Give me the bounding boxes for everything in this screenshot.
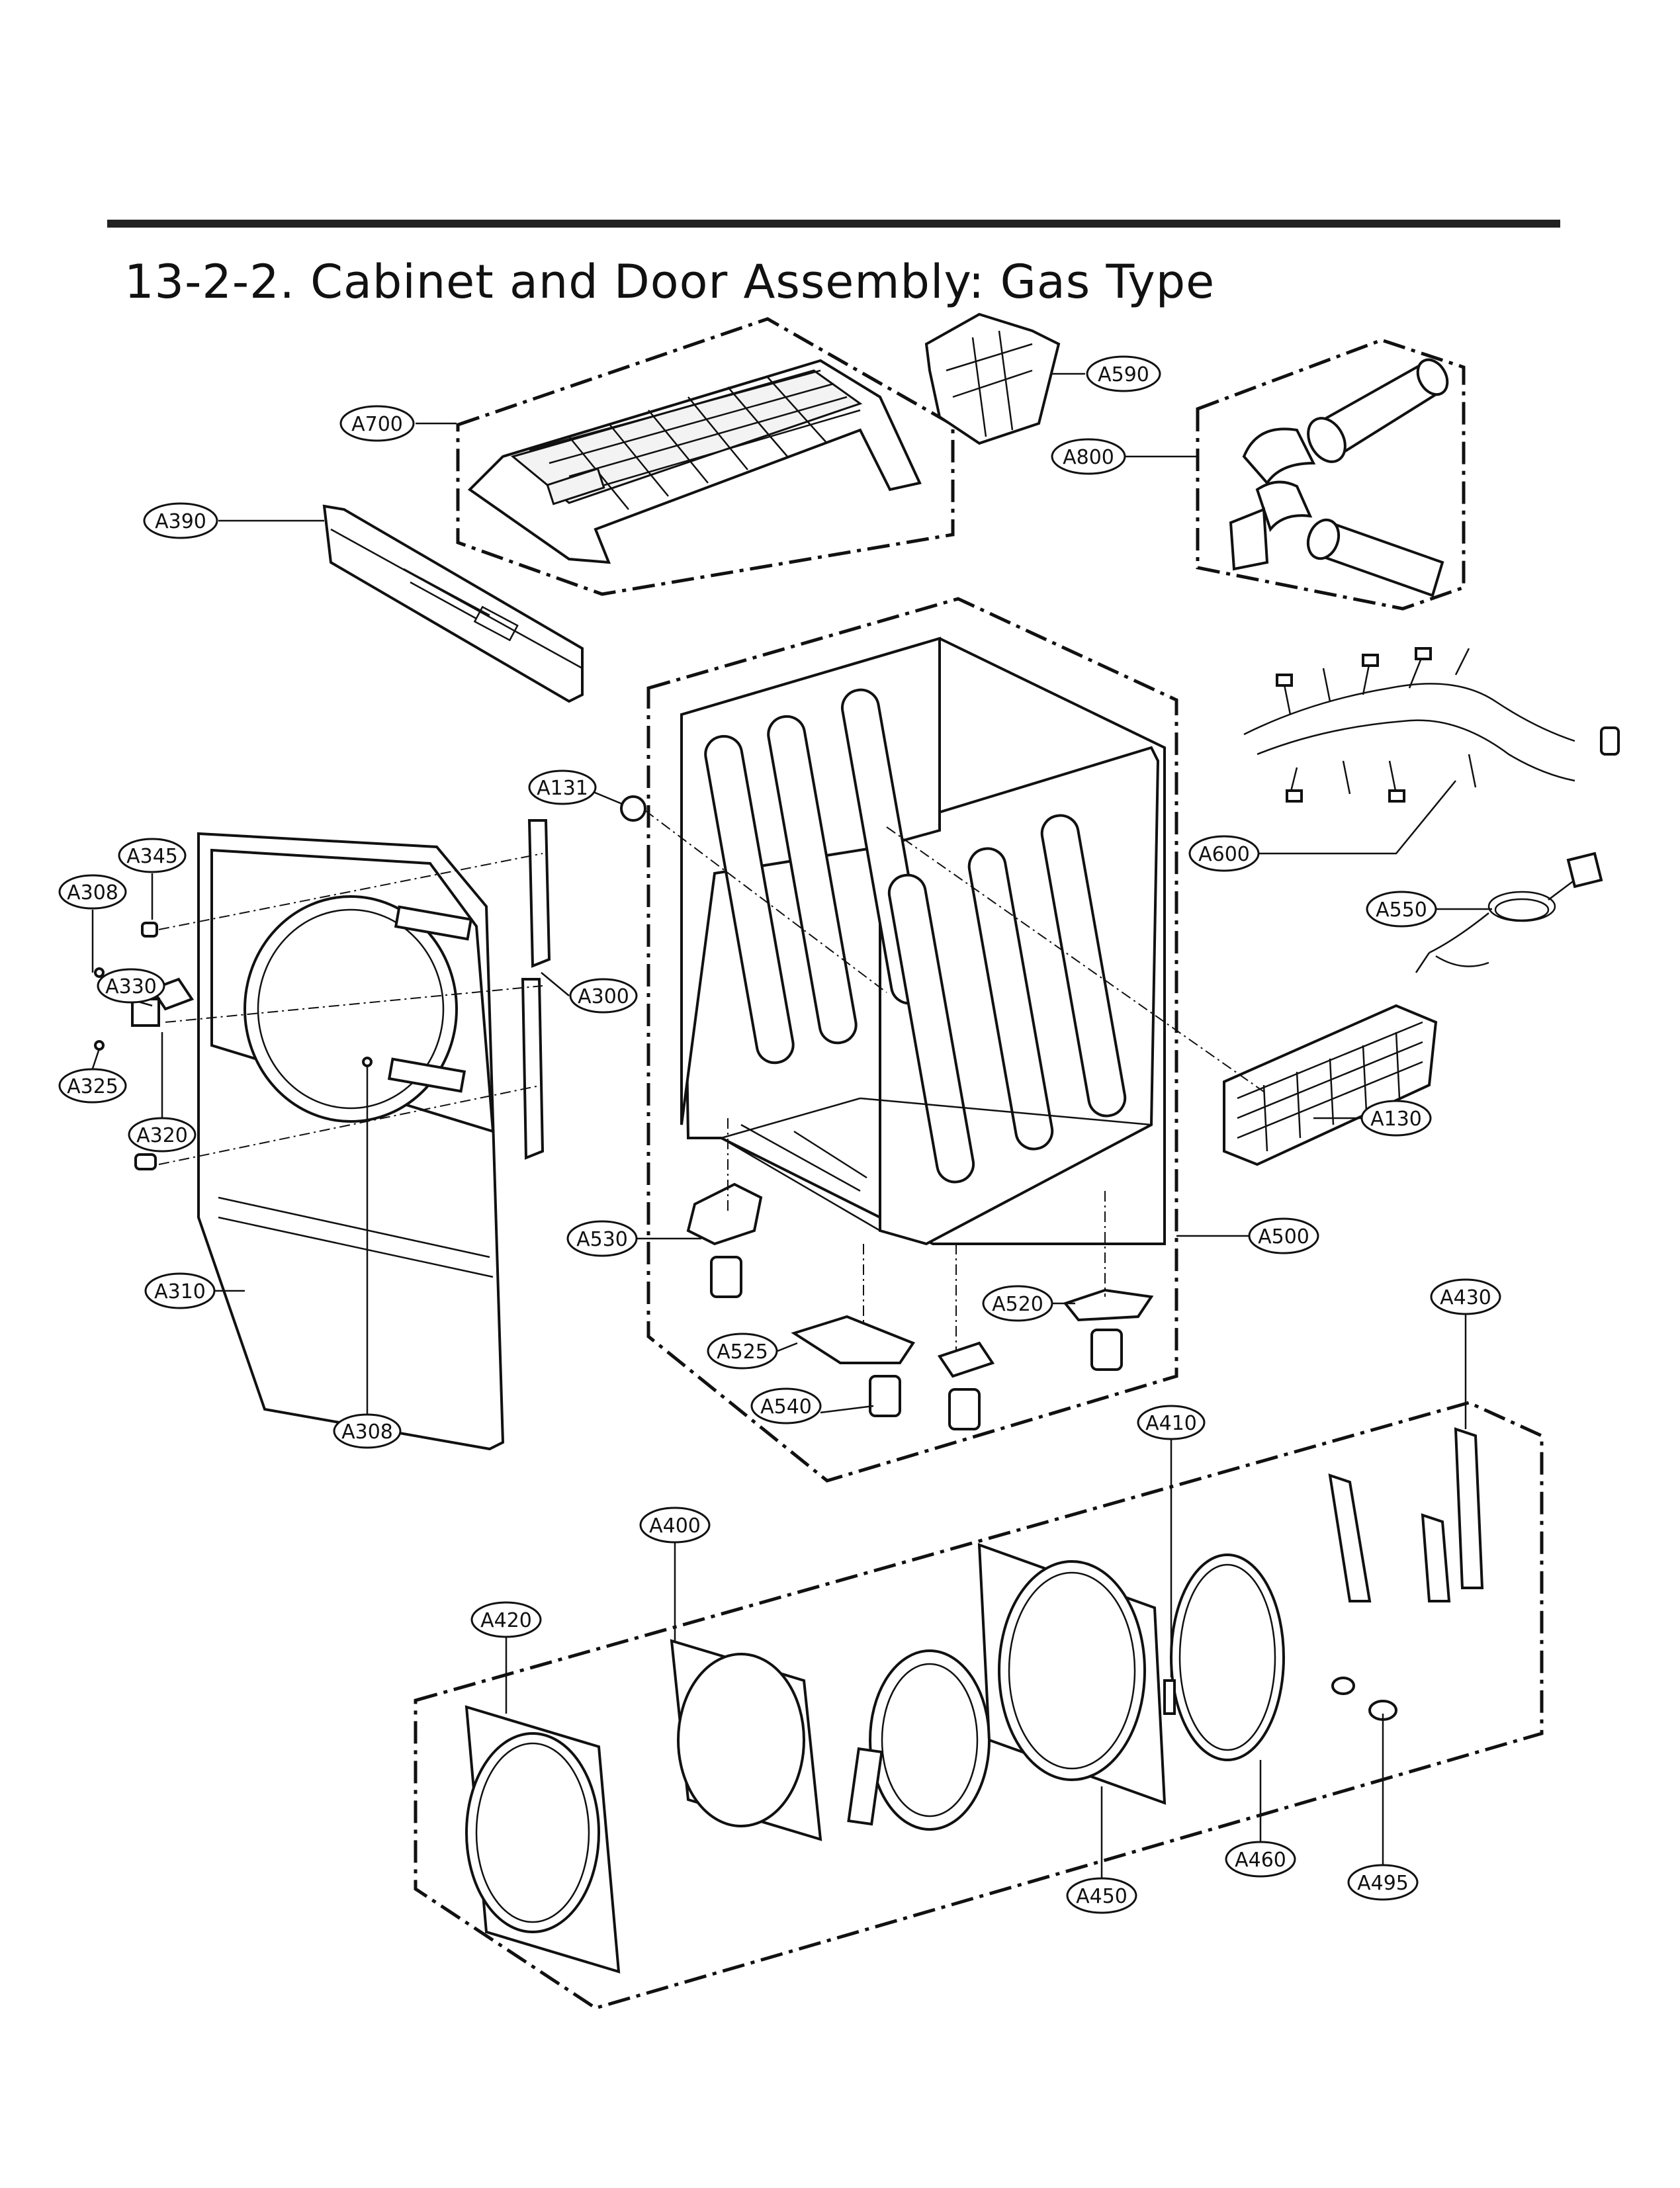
svg-text:A420: A420 <box>480 1609 532 1632</box>
svg-text:A400: A400 <box>649 1514 701 1538</box>
svg-text:A300: A300 <box>578 985 629 1008</box>
svg-text:A390: A390 <box>155 510 206 533</box>
callout-A131: A131 <box>528 769 597 805</box>
svg-text:A460: A460 <box>1235 1849 1286 1872</box>
svg-text:A131: A131 <box>537 777 588 800</box>
callout-A600: A600 <box>1188 835 1260 872</box>
alignment-lines <box>158 810 1264 1350</box>
exhaust-duct-part <box>1229 358 1449 597</box>
svg-text:A308: A308 <box>67 881 118 904</box>
callout-A345: A345 <box>118 838 187 873</box>
power-cord-part <box>1415 852 1603 973</box>
group-box-door <box>414 1401 1544 2010</box>
svg-text:A410: A410 <box>1145 1412 1197 1435</box>
door-hinge-parts <box>94 795 646 1170</box>
svg-text:A430: A430 <box>1440 1286 1491 1309</box>
callout-A800: A800 <box>1051 438 1126 475</box>
callout-A410: A410 <box>1137 1405 1206 1440</box>
svg-text:A320: A320 <box>136 1124 188 1147</box>
callout-A550: A550 <box>1366 891 1437 928</box>
group-box-top-plate <box>456 317 955 596</box>
callout-A130: A130 <box>1360 1100 1432 1137</box>
callout-A495: A495 <box>1347 1864 1419 1901</box>
leveling-feet-parts <box>686 1182 1154 1430</box>
callout-A400: A400 <box>639 1507 711 1544</box>
callout-A530: A530 <box>566 1220 638 1257</box>
callout-A325: A325 <box>58 1068 127 1104</box>
svg-text:A700: A700 <box>351 413 403 436</box>
door-assembly-parts <box>464 1427 1484 1974</box>
group-box-cabinet <box>646 597 1178 1483</box>
callout-A700: A700 <box>339 405 415 442</box>
svg-text:A600: A600 <box>1198 843 1250 866</box>
callout-A310: A310 <box>144 1272 216 1309</box>
callout-A520: A520 <box>982 1285 1053 1322</box>
callout-A430: A430 <box>1430 1278 1501 1315</box>
callout-A320: A320 <box>128 1117 197 1153</box>
group-box-duct <box>1196 338 1466 611</box>
svg-text:A800: A800 <box>1063 446 1114 469</box>
callout-A330: A330 <box>97 968 165 1004</box>
svg-text:A308: A308 <box>341 1421 393 1444</box>
svg-text:A530: A530 <box>576 1228 628 1251</box>
callout-A420: A420 <box>470 1601 542 1638</box>
callout-A540: A540 <box>750 1387 822 1424</box>
svg-text:A330: A330 <box>105 975 157 998</box>
control-panel-bracket-part <box>322 504 584 703</box>
svg-text:A345: A345 <box>126 845 178 868</box>
svg-text:A450: A450 <box>1076 1885 1127 1908</box>
cabinet-part <box>680 636 1166 1246</box>
callout-A308-bottom: A308 <box>333 1413 402 1449</box>
callout-A525: A525 <box>707 1333 778 1370</box>
svg-text:A520: A520 <box>992 1293 1043 1316</box>
svg-text:A525: A525 <box>717 1340 768 1364</box>
svg-text:A310: A310 <box>154 1280 206 1303</box>
callout-A460: A460 <box>1225 1841 1296 1878</box>
bracket-part <box>924 312 1061 445</box>
svg-text:A590: A590 <box>1098 363 1149 386</box>
page-title: 13-2-2. Cabinet and Door Assembly: Gas T… <box>124 255 1215 309</box>
callout-A590: A590 <box>1086 355 1161 392</box>
header-rule <box>107 220 1560 228</box>
wire-harness-part <box>1243 647 1620 803</box>
svg-text:A130: A130 <box>1370 1108 1422 1131</box>
callout-A390: A390 <box>143 502 218 539</box>
filter-grille-part <box>1223 1004 1438 1166</box>
top-plate-part <box>467 359 922 564</box>
callout-A300: A300 <box>569 978 638 1014</box>
callout-A308-top: A308 <box>58 874 127 910</box>
svg-text:A495: A495 <box>1357 1872 1409 1895</box>
svg-text:A325: A325 <box>67 1075 118 1098</box>
svg-text:A550: A550 <box>1376 898 1427 922</box>
svg-text:A500: A500 <box>1258 1225 1309 1248</box>
callout-A500: A500 <box>1248 1217 1319 1254</box>
svg-text:A540: A540 <box>760 1395 812 1419</box>
callout-A450: A450 <box>1066 1877 1137 1914</box>
